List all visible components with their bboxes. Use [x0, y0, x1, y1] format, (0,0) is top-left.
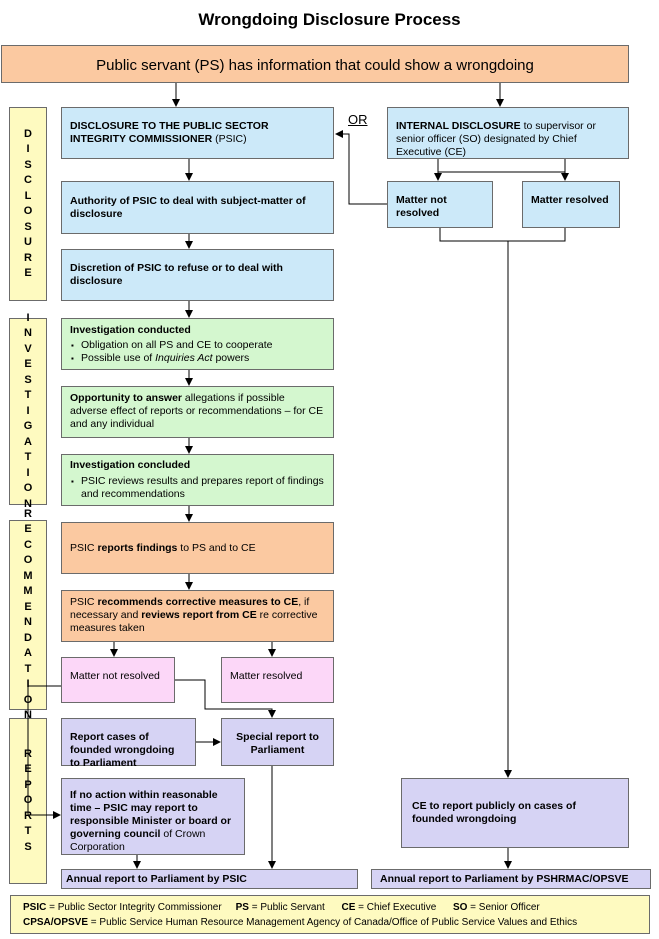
side-letter: N: [24, 497, 32, 510]
legend-row-1: PSIC = Public Sector Integrity Commissio…: [23, 902, 540, 913]
side-letter: M: [23, 585, 33, 597]
investigation-concluded-item: PSIC reviews results and prepares report…: [71, 475, 325, 501]
side-letter: O: [23, 482, 33, 495]
rec-not-resolved-box: Matter not resolved: [61, 657, 175, 703]
top-box-text: Public servant (PS) has information that…: [96, 57, 534, 74]
side-letter: T: [24, 389, 32, 402]
side-letter: O: [23, 205, 33, 217]
side-letter: E: [24, 267, 32, 279]
side-letter: S: [24, 158, 32, 171]
reports-findings-box: PSIC reports findings to PS and to CE: [61, 522, 334, 574]
side-letter: S: [24, 220, 32, 233]
side-letter: E: [24, 523, 32, 535]
side-letter: N: [24, 616, 32, 628]
special-report-box: Special report to Parliament: [221, 718, 334, 766]
no-action-box: If no action within reasonable time – PS…: [61, 778, 245, 855]
investigation-conducted-box: Investigation conducted Obligation on al…: [61, 318, 334, 370]
side-letter: I: [26, 466, 30, 479]
side-letter: U: [24, 236, 32, 248]
report-founded-box: Report cases of founded wrongdoing to Pa…: [61, 718, 196, 769]
side-letter: R: [24, 809, 32, 822]
side-letter: I: [26, 311, 30, 324]
side-letter: R: [24, 251, 32, 264]
special-report-text: Special report to Parliament: [236, 731, 319, 756]
opportunity-box: Opportunity to answer allegations if pos…: [61, 386, 334, 438]
side-letter: E: [24, 600, 32, 613]
side-letter: I: [26, 678, 30, 690]
ce-report-text: CE to report publicly on cases of founde…: [412, 800, 576, 825]
investigation-concluded-heading: Investigation concluded: [70, 459, 191, 471]
reports-findings-pre: PSIC: [70, 542, 98, 554]
side-letter: T: [24, 662, 32, 675]
investigation-conducted-heading: Investigation conducted: [70, 324, 191, 336]
side-letter: N: [24, 327, 32, 340]
annual-pshrmac-text: Annual report to Parliament by PSHRMAC/O…: [380, 873, 629, 885]
authority-text: Authority of PSIC to deal with subject-m…: [70, 195, 306, 220]
internal-resolved-text: Matter resolved: [531, 194, 609, 206]
side-letter: T: [24, 451, 32, 464]
top-box: Public servant (PS) has information that…: [1, 45, 629, 83]
side-letter: G: [23, 420, 33, 433]
internal-not-resolved-text: Matter not resolved: [396, 194, 447, 219]
side-letter: A: [24, 435, 32, 448]
side-letter: I: [26, 143, 30, 155]
side-letter: A: [24, 647, 32, 659]
disclosure-psic-bold: DISCLOSURE TO THE PUBLIC SECTOR INTEGRIT…: [70, 120, 269, 145]
report-founded-text: Report cases of founded wrongdoing to Pa…: [70, 731, 175, 769]
reports-findings-bold: reports findings: [97, 542, 178, 554]
side-letter: D: [24, 127, 32, 140]
legend: PSIC = Public Sector Integrity Commissio…: [10, 895, 650, 934]
rec-not-resolved-text: Matter not resolved: [70, 670, 160, 682]
opportunity-bold: Opportunity to answer: [70, 392, 183, 404]
disclosure-psic-rest: (PSIC): [212, 133, 247, 145]
internal-resolved-box: Matter resolved: [522, 181, 620, 228]
internal-not-resolved-box: Matter not resolved: [387, 181, 493, 228]
side-letter: S: [24, 373, 32, 386]
page-title: Wrongdoing Disclosure Process: [198, 10, 461, 29]
side-letter: T: [24, 825, 32, 838]
opportunity-rest: allegations if possible adverse effect o…: [70, 392, 324, 430]
side-letter: O: [23, 554, 33, 566]
side-letter: C: [24, 174, 32, 186]
disclosure-psic-box: DISCLOSURE TO THE PUBLIC SECTOR INTEGRIT…: [61, 107, 334, 159]
investigation-concluded-box: Investigation concluded PSIC reviews res…: [61, 454, 334, 506]
internal-disclosure-bold: INTERNAL DISCLOSURE: [396, 120, 521, 132]
or-label: OR: [348, 112, 368, 127]
reports-findings-post: to PS and to CE: [177, 542, 256, 554]
annual-psic-text: Annual report to Parliament by PSIC: [66, 873, 247, 885]
side-letter: R: [24, 507, 32, 520]
internal-disclosure-box: INTERNAL DISCLOSURE to supervisor or sen…: [387, 107, 629, 159]
side-letter: C: [24, 538, 32, 551]
recommends-box: PSIC recommends corrective measures to C…: [61, 590, 334, 642]
ce-report-box: CE to report publicly on cases of founde…: [401, 778, 629, 848]
side-letter: D: [24, 631, 32, 644]
investigation-item-2: Possible use of Inquiries Act powers: [71, 352, 325, 365]
legend-row-2: CPSA/OPSVE = Public Service Human Resour…: [23, 917, 578, 928]
no-action-bold: If no action within reasonable time – PS…: [70, 789, 232, 840]
annual-psic-box: Annual report to Parliament by PSIC: [61, 869, 358, 889]
no-action-rest: of Crown Corporation: [70, 828, 206, 853]
internal-disclosure-rest: to supervisor or senior officer (SO) des…: [396, 120, 596, 158]
rec-resolved-box: Matter resolved: [221, 657, 334, 703]
side-letter: S: [24, 840, 32, 853]
investigation-item-1: Obligation on all PS and CE to cooperate: [71, 339, 325, 352]
rec-resolved-text: Matter resolved: [230, 670, 303, 682]
annual-pshrmac-box: Annual report to Parliament by PSHRMAC/O…: [371, 869, 651, 889]
side-letter: L: [24, 189, 32, 202]
side-letter: V: [24, 342, 32, 355]
side-letter: E: [24, 358, 32, 371]
discretion-box: Discretion of PSIC to refuse or to deal …: [61, 249, 334, 301]
discretion-text: Discretion of PSIC to refuse or to deal …: [70, 262, 283, 287]
side-letter: I: [26, 404, 30, 417]
authority-box: Authority of PSIC to deal with subject-m…: [61, 181, 334, 234]
side-letter: M: [23, 569, 33, 582]
